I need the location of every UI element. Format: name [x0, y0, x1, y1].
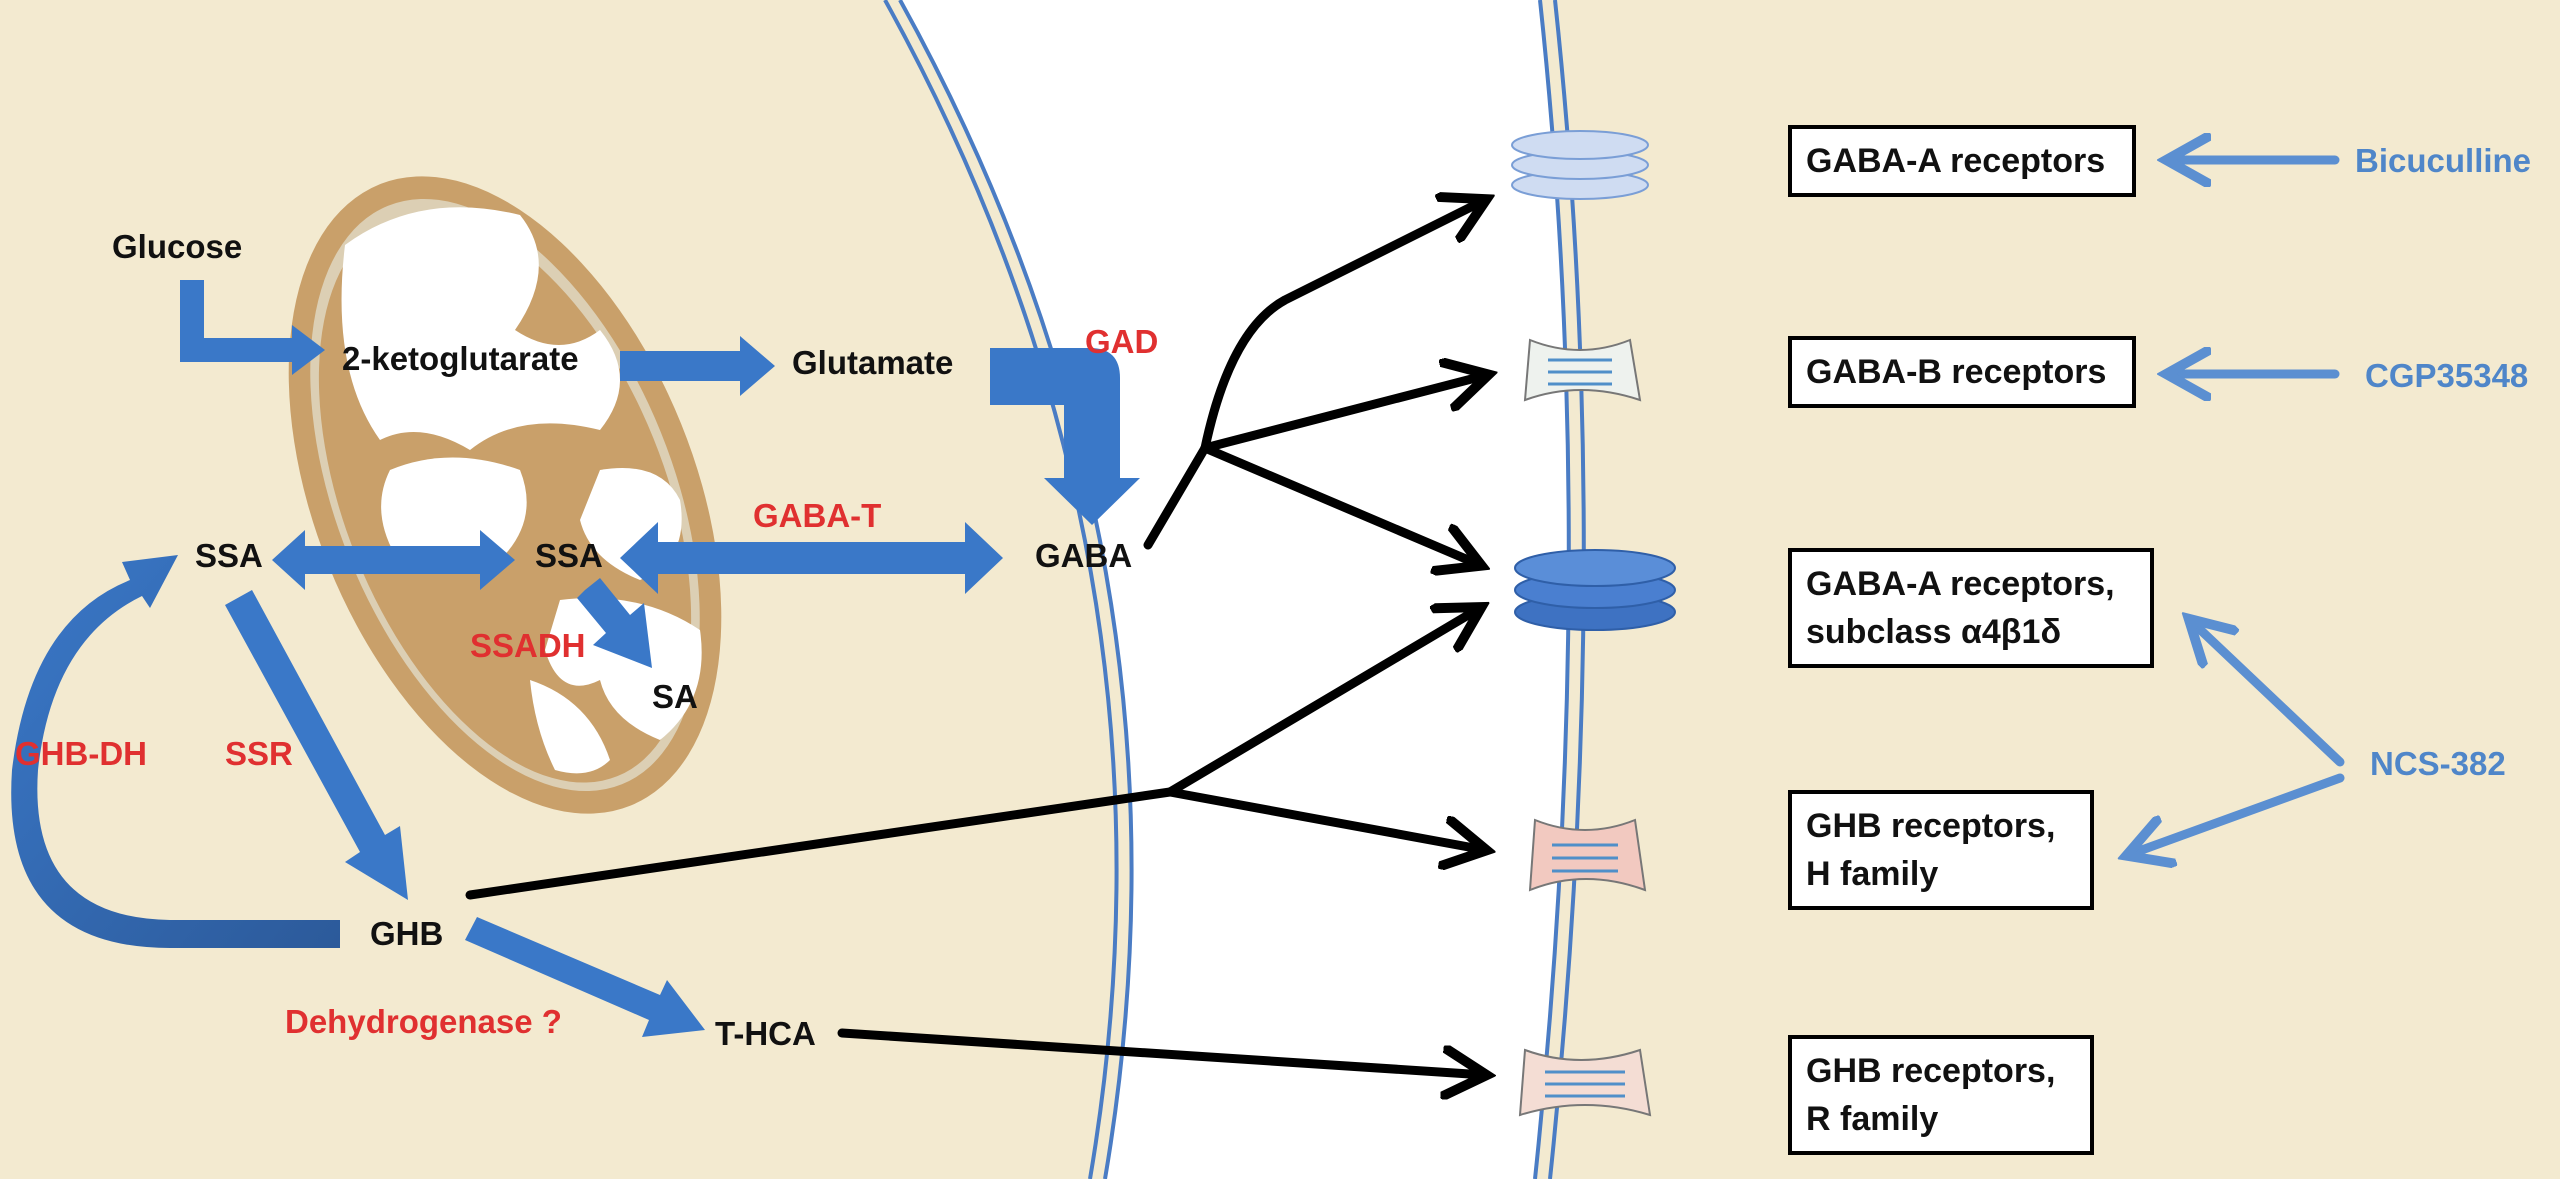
receptor-line: GHB receptors,: [1806, 1052, 2056, 1090]
label-ghb: GHB: [370, 915, 444, 952]
arrow-glutamate-to-gaba: [990, 348, 1140, 525]
pathway-arrows: [11, 280, 1140, 1037]
receptor-box-ghb-h: GHB receptors, H family: [1788, 790, 2094, 910]
label-sa: SA: [652, 678, 698, 715]
receptor-gaba-b: [1523, 338, 1642, 402]
receptor-line: R family: [1806, 1100, 1939, 1138]
antagonist-arrows: [2128, 160, 2345, 855]
label-ncs-382: NCS-382: [2370, 745, 2506, 782]
arrow-ssa-to-ghb: [225, 590, 408, 900]
arrow-gaba-to-gaba-a: [1200, 200, 1485, 453]
label-ssadh: SSADH: [470, 627, 586, 664]
label-gaba: GABA: [1035, 537, 1133, 574]
arrow-thca-to-ghb-r: [837, 1028, 1485, 1075]
label-glutamate: Glutamate: [792, 344, 954, 381]
label-bicuculline: Bicuculline: [2355, 142, 2532, 179]
mitochondrion: [288, 176, 722, 814]
arrow-ghb-trunk: [465, 787, 1175, 900]
arrow-ghb-to-gaba-a-delta: [1165, 608, 1480, 797]
label-ssa-mito: SSA: [535, 537, 603, 574]
receptor-line: subclass α4β1δ: [1806, 613, 2062, 651]
label-glucose: Glucose: [112, 228, 243, 265]
label-ghb-dh: GHB-DH: [15, 735, 147, 772]
arrow-ssa-gaba: [620, 522, 1003, 594]
label-thca: T-HCA: [715, 1015, 816, 1052]
arrow-gaba-to-gaba-b: [1200, 375, 1487, 453]
arrow-gaba-trunk: [1143, 443, 1210, 550]
arrow-ncs-to-ghb-h: [2128, 773, 2345, 855]
arrow-ghb-to-ghb-h: [1165, 787, 1485, 850]
arrow-ssa-to-sa: [577, 578, 652, 668]
presynaptic-membrane: [898, 0, 1134, 1179]
receptor-line: GABA-A receptors,: [1806, 565, 2115, 603]
label-gad: GAD: [1085, 323, 1159, 360]
label-gaba-t: GABA-T: [753, 497, 882, 534]
receptor-gaba-a-delta: [1514, 549, 1676, 631]
receptor-line: GABA-A receptors: [1806, 142, 2106, 180]
arrow-ssa-ssa: [272, 530, 515, 590]
receptor-ghb-h: [1528, 818, 1647, 892]
receptor-line: GHB receptors,: [1806, 807, 2056, 845]
label-ketoglutarate: 2-ketoglutarate: [342, 340, 579, 377]
receptor-line: H family: [1806, 855, 1939, 893]
receptor-box-gaba-b: GABA-B receptors: [1788, 336, 2136, 408]
label-cgp35348: CGP35348: [2365, 357, 2529, 394]
arrow-gaba-to-gaba-a-delta: [1200, 443, 1480, 565]
label-ssr: SSR: [225, 735, 293, 772]
receptor-ghb-r: [1518, 1048, 1652, 1117]
arrow-ketoglutarate-to-glutamate: [620, 336, 775, 396]
receptor-box-gaba-a: GABA-A receptors: [1788, 125, 2136, 197]
arrow-ncs-to-gaba-a-delta: [2190, 620, 2345, 767]
receptor-box-ghb-r: GHB receptors, R family: [1788, 1035, 2094, 1155]
arrow-ghb-to-thca: [465, 917, 705, 1037]
label-dehydrogenase: Dehydrogenase ?: [285, 1003, 562, 1040]
receptor-gaba-a: [1511, 130, 1649, 200]
arrow-glucose-to-ketoglutarate: [180, 280, 325, 375]
effector-arrows: [465, 200, 1487, 1075]
label-ssa-cytosol: SSA: [195, 537, 263, 574]
receptor-line: GABA-B receptors: [1806, 353, 2107, 391]
synaptic-cleft: [900, 0, 1569, 1179]
receptor-box-gaba-a-delta: GABA-A receptors, subclass α4β1δ: [1788, 548, 2154, 668]
